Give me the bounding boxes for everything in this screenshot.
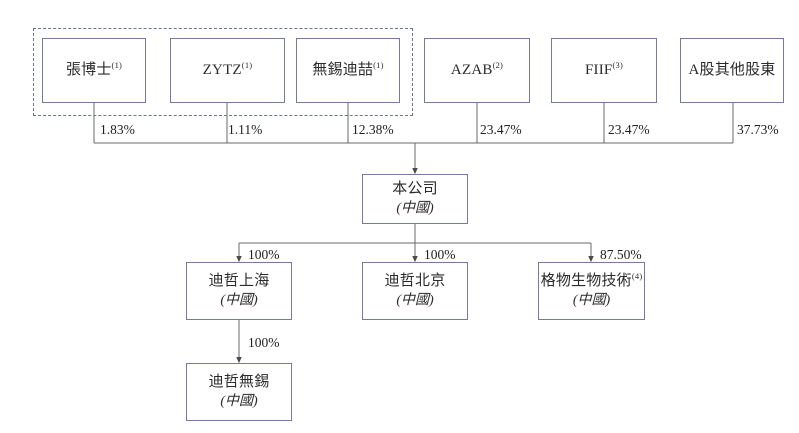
percent-label-dizhe-wuxi: 100% xyxy=(248,335,280,350)
subsidiary-jurisdiction: (中國) xyxy=(396,292,434,308)
shareholder-node-zytz[interactable]: ZYTZ(1) xyxy=(170,38,285,103)
shareholder-name: FIIF(3) xyxy=(585,59,623,78)
footnote-marker: (2) xyxy=(492,59,504,70)
footnote-marker: (1) xyxy=(373,59,384,70)
shareholder-node-zhang[interactable]: 張博士(1) xyxy=(42,38,146,103)
percent-label-wuxi-dizhe: 12.38% xyxy=(352,122,394,137)
footnote-marker: (1) xyxy=(111,59,123,70)
percent-label-gewu-biotech: 87.50% xyxy=(600,247,642,262)
concert-party-group-box xyxy=(33,28,413,116)
percent-label-fiif: 23.47% xyxy=(608,122,650,137)
shareholder-name: 無錫迪喆(1) xyxy=(312,59,384,78)
shareholder-node-wuxi-dizhe[interactable]: 無錫迪喆(1) xyxy=(296,38,400,103)
subsidiary-node-dizhe-wuxi[interactable]: 迪哲無錫 (中國) xyxy=(186,363,292,421)
subsidiary-name: 格物生物技術(4) xyxy=(540,271,643,290)
percent-label-azab: 23.47% xyxy=(480,122,522,137)
shareholder-node-a-share-other[interactable]: A股其他股東 xyxy=(680,38,784,103)
shareholder-node-azab[interactable]: AZAB(2) xyxy=(424,38,530,103)
shareholder-node-fiif[interactable]: FIIF(3) xyxy=(551,38,657,103)
shareholder-name: AZAB(2) xyxy=(450,59,504,78)
subsidiary-name: 迪哲北京 xyxy=(384,273,446,290)
subsidiary-arrows xyxy=(236,243,594,263)
subsidiary-node-dizhe-beijing[interactable]: 迪哲北京 (中國) xyxy=(362,262,468,320)
shareholder-name: A股其他股東 xyxy=(688,61,776,78)
percent-label-zhang: 1.83% xyxy=(100,122,135,137)
company-node[interactable]: 本公司 (中國) xyxy=(362,174,468,224)
subsidiary-jurisdiction: (中國) xyxy=(220,292,258,308)
footnote-marker: (3) xyxy=(612,59,623,70)
subsidiary-jurisdiction: (中國) xyxy=(220,393,258,409)
shareholder-name: 張博士(1) xyxy=(65,59,123,78)
percent-label-zytz: 1.11% xyxy=(228,122,263,137)
company-jurisdiction: (中國) xyxy=(396,200,434,216)
subsidiary-node-gewu-biotech[interactable]: 格物生物技術(4) (中國) xyxy=(538,262,645,320)
footnote-marker: (4) xyxy=(631,271,643,282)
subsidiary-name: 迪哲上海 xyxy=(208,273,270,290)
subsidiary-name: 迪哲無錫 xyxy=(208,374,270,391)
footnote-marker: (1) xyxy=(241,59,253,70)
shareholder-name: ZYTZ(1) xyxy=(202,59,253,78)
percent-label-dizhe-beijing: 100% xyxy=(424,247,456,262)
subsidiary-node-dizhe-shanghai[interactable]: 迪哲上海 (中國) xyxy=(186,262,292,320)
percent-label-a-share-other: 37.73% xyxy=(737,122,779,137)
company-name: 本公司 xyxy=(392,181,438,198)
subsidiary-jurisdiction: (中國) xyxy=(572,292,611,308)
percent-label-dizhe-shanghai: 100% xyxy=(248,247,280,262)
